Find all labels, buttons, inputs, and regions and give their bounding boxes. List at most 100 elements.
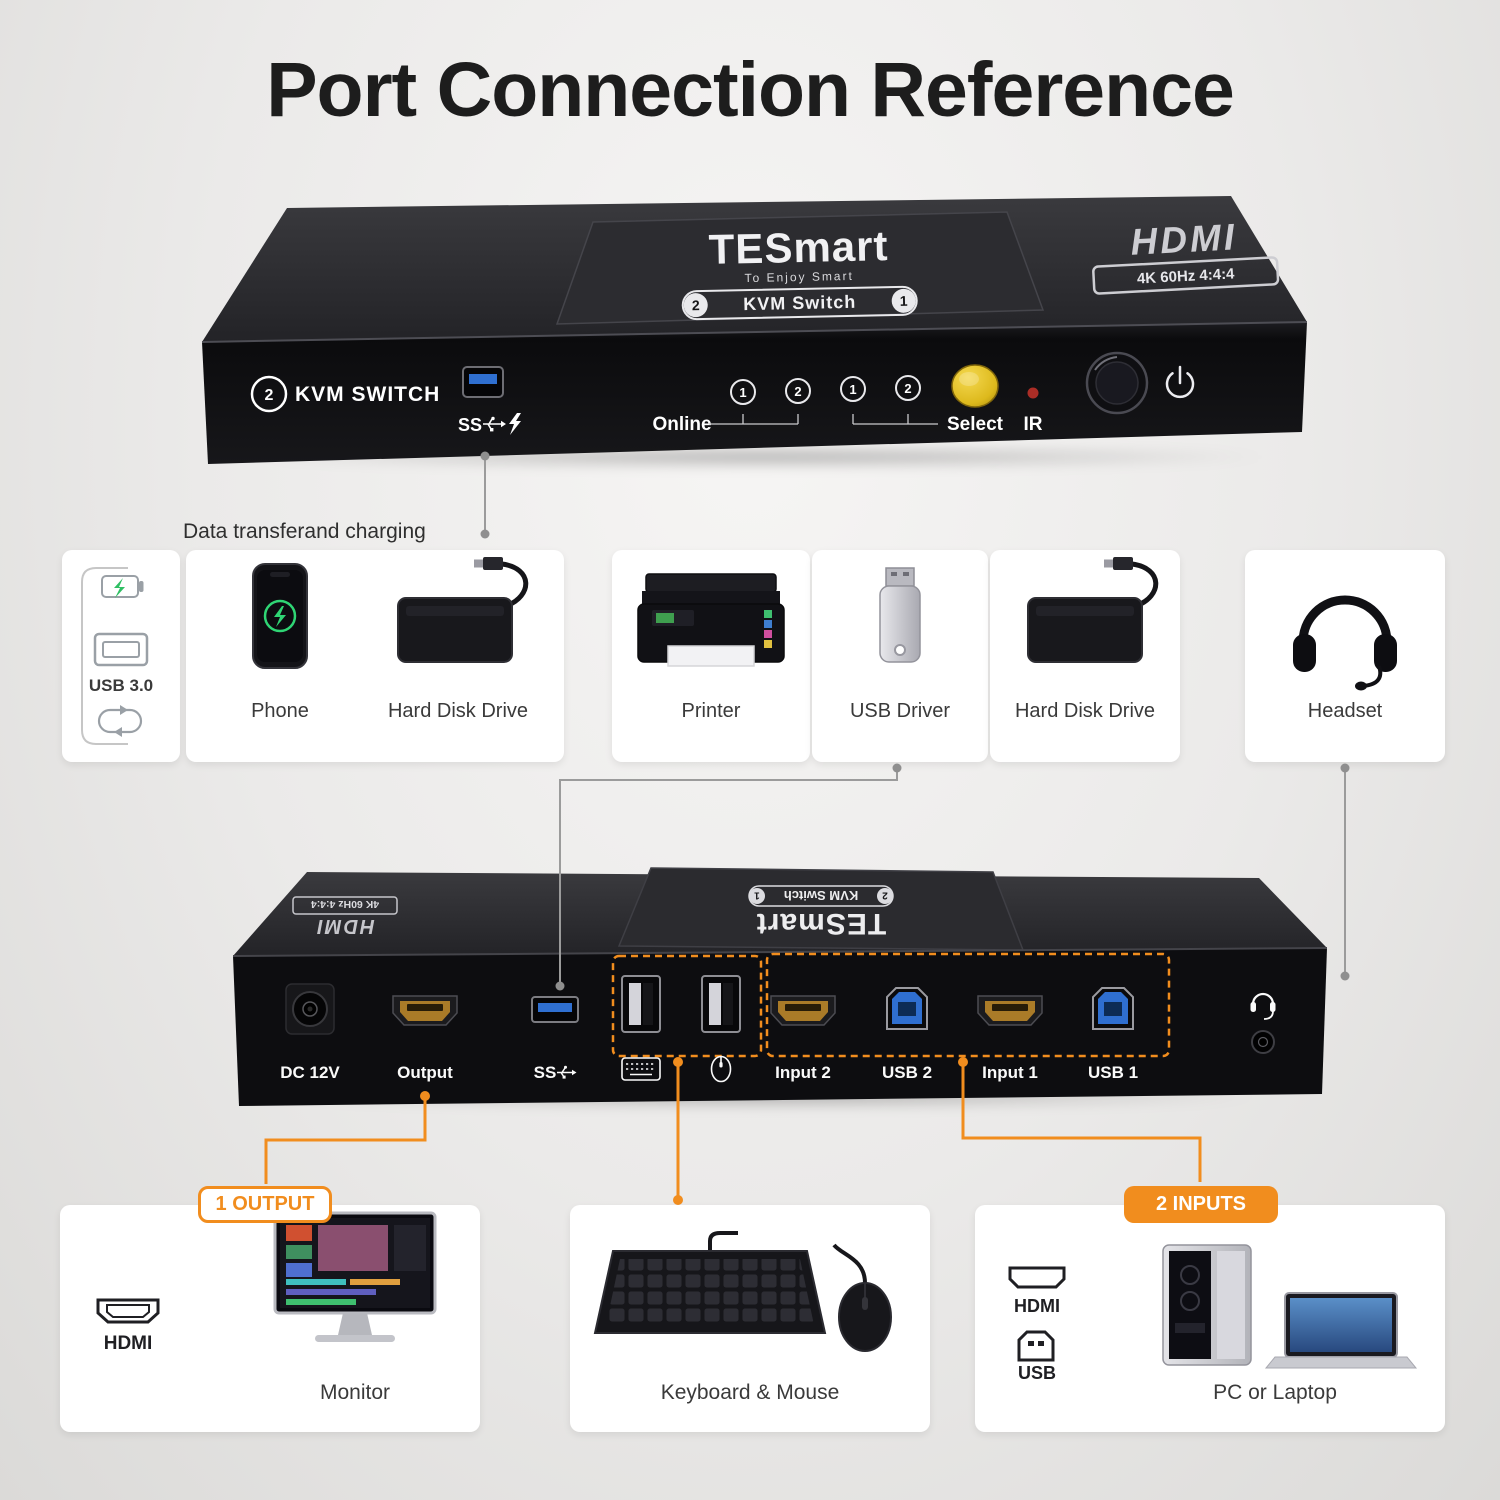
hdd-label: Hard Disk Drive xyxy=(387,700,529,722)
hdd2-card: Hard Disk Drive xyxy=(990,550,1180,762)
headphone-icon xyxy=(1250,992,1276,1020)
badge-1-circle xyxy=(891,288,916,313)
phone-hdd-graphic xyxy=(252,557,529,669)
usb-b-connector-icon xyxy=(1017,1330,1055,1362)
laptop-image xyxy=(1264,1292,1418,1369)
input2-label: Input 2 xyxy=(775,1063,831,1082)
hdmi-input1-port xyxy=(977,995,1043,1026)
monitor-hdmi-label: HDMI xyxy=(104,1333,153,1354)
front-usb-callout: Data transferand charging xyxy=(183,520,426,543)
front-device-top-platform xyxy=(555,211,1045,325)
hdmi-output-port xyxy=(392,995,458,1026)
output-badge-text: 1 OUTPUT xyxy=(215,1193,315,1215)
badge-2: 2 xyxy=(692,297,700,313)
usb30-panel-graphic: USB 3.0 xyxy=(81,567,153,745)
brand-tagline: To Enjoy Smart xyxy=(744,269,854,285)
audio-jack xyxy=(1251,1030,1275,1054)
rear-usb3-port xyxy=(531,996,579,1023)
keyboard-image xyxy=(593,1231,827,1334)
keyboard-icon xyxy=(621,1057,661,1081)
usb1-label: USB 1 xyxy=(1088,1063,1138,1082)
printer-graphic xyxy=(637,573,785,667)
hard-disk-image xyxy=(1027,557,1159,663)
led-1: 1 xyxy=(739,385,746,400)
front-usb3-port xyxy=(462,366,504,398)
ss-label: SS xyxy=(458,415,482,435)
front-device-illustration: TESmart To Enjoy Smart KVM Switch 2 1 HD… xyxy=(201,196,1308,464)
usb2-port xyxy=(886,987,928,1030)
brand-name: TESmart xyxy=(708,222,889,273)
pc-laptop-graphic: HDMI USB xyxy=(1008,1244,1418,1383)
panel-bracket xyxy=(81,567,128,745)
printer-label: Printer xyxy=(681,700,741,722)
dc-label: DC 12V xyxy=(280,1063,340,1082)
mouse-image xyxy=(832,1243,892,1352)
hdmi-spec-text: 4K 60Hz 4:4:4 xyxy=(1137,265,1236,287)
led-4: 2 xyxy=(904,381,911,396)
rear-device-illustration: TESmart KVM Switch 2 1 HDMI 4K 60Hz 4:4:… xyxy=(232,867,1328,1106)
badge-1: 1 xyxy=(900,293,908,309)
kvm-logo-text: KVM SWITCH xyxy=(295,383,440,406)
usb-port-icon xyxy=(93,632,149,667)
online-label: Online xyxy=(652,414,711,435)
online-indicator-leds: 1 2 1 2 xyxy=(730,375,921,405)
ir-receiver xyxy=(1027,387,1039,399)
hdmi-logo-text: HDMI xyxy=(1129,216,1238,263)
input1-label: Input 1 xyxy=(982,1063,1038,1082)
rear-brand-model: KVM Switch xyxy=(784,888,858,903)
power-knob xyxy=(1085,351,1149,415)
inputs-badge-text: 2 INPUTS xyxy=(1155,1193,1247,1215)
rear-device-face xyxy=(233,948,1327,1106)
page-title: Port Connection Reference xyxy=(266,47,1235,133)
hdmi-connector-icon xyxy=(1008,1266,1066,1289)
rear-usb-label: SS xyxy=(534,1063,577,1082)
rear-hdmi-text: HDMI xyxy=(315,915,374,937)
model-strip xyxy=(681,285,918,321)
inputs-dashed-box xyxy=(765,952,1171,1058)
lightning-icon xyxy=(509,413,521,435)
rear-hdmi-spec: 4K 60Hz 4:4:4 xyxy=(311,898,379,910)
sync-icon xyxy=(97,705,143,737)
keyboard-usb-port xyxy=(621,975,661,1033)
usb-driver-label: USB Driver xyxy=(849,700,950,722)
headset-graphic xyxy=(1293,595,1397,691)
keyboard-mouse-graphic xyxy=(593,1231,892,1352)
led-bracket-left xyxy=(709,414,799,425)
select-label: Select xyxy=(947,414,1004,435)
hdmi-connector-icon xyxy=(96,1298,160,1324)
monitor-graphic: HDMI xyxy=(96,1211,437,1354)
monitor-label: Monitor xyxy=(319,1381,391,1404)
usb-driver-graphic xyxy=(879,567,921,663)
keyboard-mouse-card: Keyboard & Mouse xyxy=(570,1205,930,1432)
hdmi-spec-box xyxy=(1092,256,1280,295)
kvm-logo-number: 2 xyxy=(265,387,274,404)
pc-hdmi-label: HDMI xyxy=(1014,1296,1060,1316)
rear-badge-2: 2 xyxy=(882,890,888,901)
rear-ss-label: SS xyxy=(534,1063,557,1082)
charging-icon xyxy=(101,575,144,598)
inputs-badge: 2 INPUTS xyxy=(1124,1186,1278,1223)
mouse-icon xyxy=(710,1055,732,1083)
output-badge: 1 OUTPUT xyxy=(198,1186,332,1223)
rear-hdmi-logo: HDMI 4K 60Hz 4:4:4 xyxy=(292,896,398,937)
usb-driver-card: USB Driver xyxy=(812,550,988,762)
led-bracket-right xyxy=(852,414,938,425)
hdmi-logo: HDMI 4K 60Hz 4:4:4 xyxy=(1092,216,1280,295)
hdmi-input2-port xyxy=(770,995,836,1026)
output-label: Output xyxy=(397,1063,453,1082)
phone-label: Phone xyxy=(251,700,309,722)
pc-usb-label: USB xyxy=(1018,1363,1056,1380)
usb1-port xyxy=(1092,987,1134,1030)
pc-laptop-label: PC or Laptop xyxy=(1213,1381,1337,1404)
usb2-label: USB 2 xyxy=(882,1063,932,1082)
led-3: 1 xyxy=(849,382,856,397)
monitor-image xyxy=(273,1211,437,1342)
ir-label: IR xyxy=(1024,414,1043,435)
printer-card: Printer xyxy=(612,550,810,762)
kvm-switch-logo: 2 KVM SWITCH xyxy=(250,375,440,413)
usb30-label: USB 3.0 xyxy=(89,676,153,695)
power-icon xyxy=(1165,365,1195,399)
usb-stick-image xyxy=(879,567,921,663)
brand-model: KVM Switch xyxy=(743,292,856,314)
front-edge-highlight xyxy=(201,321,1308,343)
